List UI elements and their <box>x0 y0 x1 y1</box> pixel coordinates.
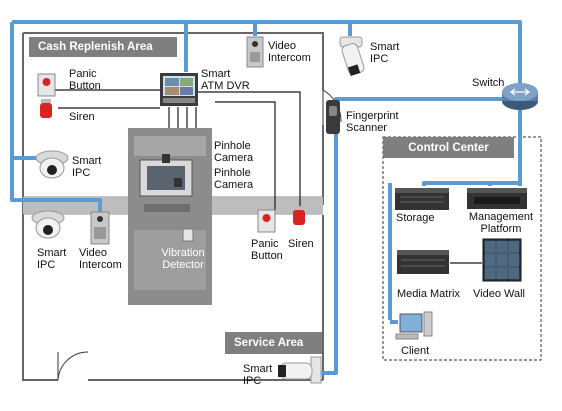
pinhole-camera-2-label: Pinhole Camera <box>214 167 254 191</box>
smart-ipc-bullet-top-icon <box>339 36 365 76</box>
siren-top-icon <box>40 99 52 118</box>
video-intercom-top-label: Video Intercom <box>268 40 311 64</box>
cash-replenish-area-label: Cash Replenish Area <box>38 41 153 53</box>
control-center-label: Control Center <box>408 141 489 154</box>
atm-machine <box>128 128 212 305</box>
panic-button-bottom-label: Panic Button <box>251 238 283 262</box>
video-wall-label: Video Wall <box>473 288 525 300</box>
pinhole-camera-1-label: Pinhole Camera <box>214 140 254 164</box>
service-area-label: Service Area <box>234 337 304 349</box>
client-computer-icon <box>395 311 433 340</box>
switch-icon <box>502 83 538 110</box>
switch-label: Switch <box>472 77 505 89</box>
management-platform-label: Management Platform <box>468 211 534 235</box>
management-platform-icon <box>467 188 527 209</box>
panic-button-top-label: Panic Button <box>69 68 101 92</box>
smart-ipc-dome-bottom-icon <box>31 210 65 239</box>
video-wall-icon <box>482 238 522 282</box>
smart-ipc-service-label: Smart IPC <box>243 363 273 387</box>
control-center-header: Control Center <box>383 137 514 158</box>
client-label: Client <box>401 345 430 357</box>
smart-atm-dvr-device <box>160 73 198 106</box>
service-area-header: Service Area <box>225 332 322 354</box>
smart-atm-dvr-label: Smart ATM DVR <box>201 68 250 92</box>
media-matrix-label: Media Matrix <box>397 288 460 300</box>
smart-ipc-bullet-service-icon <box>278 356 322 384</box>
smart-ipc-bottom-left-label: Smart IPC <box>37 247 67 271</box>
smart-ipc-top-label: Smart IPC <box>370 41 400 65</box>
smart-ipc-left-label: Smart IPC <box>72 155 102 179</box>
panic-button-top-icon <box>37 73 56 97</box>
panic-button-bottom-icon <box>257 209 276 233</box>
video-intercom-bottom-label: Video Intercom <box>79 247 122 271</box>
siren-bottom-label: Siren <box>288 238 314 250</box>
fingerprint-scanner-icon <box>326 100 340 134</box>
network-links <box>10 20 522 375</box>
siren-bottom-icon <box>293 206 305 225</box>
video-intercom-top-icon <box>246 36 264 68</box>
video-intercom-bottom-icon <box>90 211 110 245</box>
smart-ipc-dome-left-icon <box>35 150 69 179</box>
media-matrix-icon <box>397 250 449 274</box>
storage-icon <box>395 188 449 210</box>
siren-top-label: Siren <box>69 111 95 123</box>
vibration-detector-label: Vibration Detector <box>161 247 205 271</box>
control-center-box <box>382 136 542 361</box>
cash-replenish-area-header: Cash Replenish Area <box>29 37 177 57</box>
pinhole-camera-icons <box>162 154 182 187</box>
door-arc-bottom <box>57 351 89 381</box>
storage-label: Storage <box>396 212 435 224</box>
fingerprint-scanner-label: Fingerprint Scanner <box>346 110 399 134</box>
